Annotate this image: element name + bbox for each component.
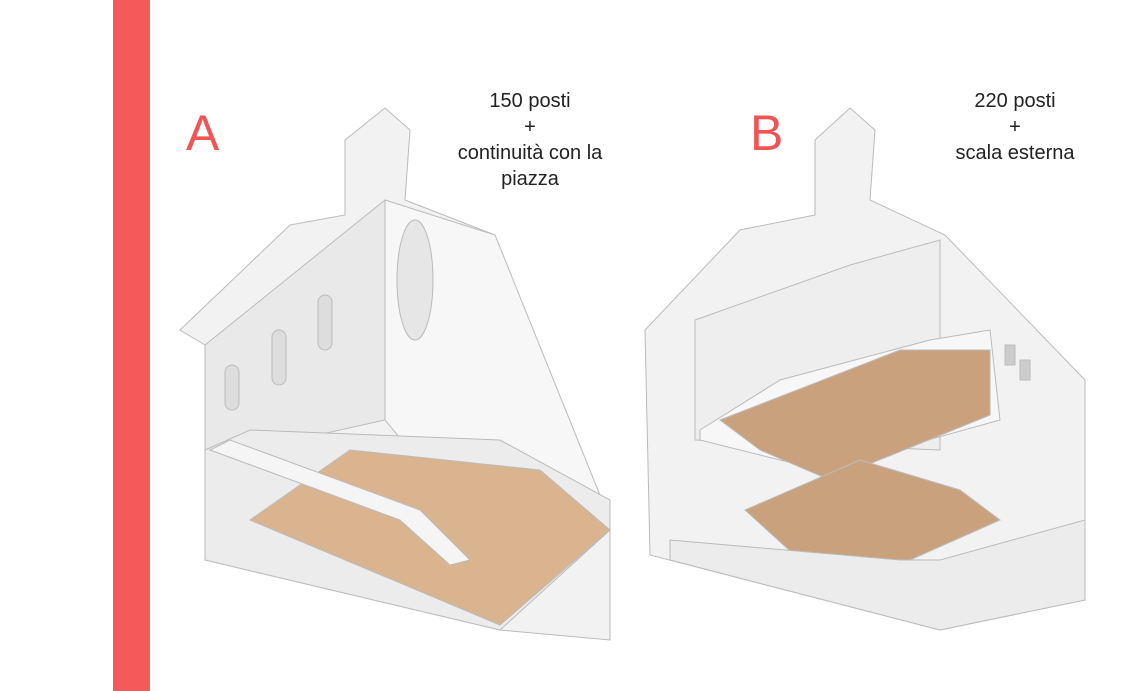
option-a-feature-cont: piazza [501, 168, 559, 190]
option-a-caption: 150 posti + continuità con la piazza [430, 88, 630, 192]
option-b-feature: scala esterna [955, 142, 1075, 164]
option-a-label: A [186, 105, 220, 161]
option-b-caption: 220 posti + scala esterna [925, 88, 1105, 166]
option-b-seats: 220 posti [974, 90, 1056, 112]
building-a-drawing [179, 107, 611, 641]
option-b-plus: + [1009, 116, 1021, 138]
option-a-seats: 150 posti [489, 90, 571, 112]
option-a-feature: continuità con la [457, 142, 603, 164]
option-b-label: B [750, 105, 784, 161]
option-a-plus: + [524, 116, 536, 138]
building-b-drawing [644, 107, 1086, 631]
accent-bar [113, 0, 150, 691]
